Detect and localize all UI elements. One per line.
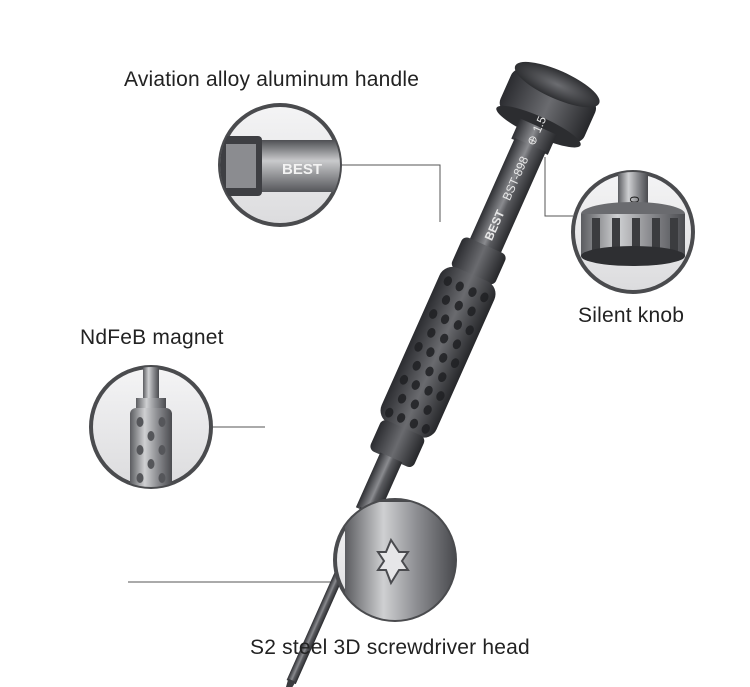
zoom-knob: 08 — [571, 170, 695, 294]
grip-dimple — [412, 360, 421, 371]
leader-knob — [544, 157, 573, 217]
grip-dimple — [455, 281, 464, 292]
tip — [284, 678, 296, 687]
grip-dimple — [428, 309, 438, 319]
grip-dimple — [399, 374, 409, 385]
grip-dimple — [450, 358, 460, 368]
torx-head — [376, 537, 410, 586]
grip-dimple — [396, 413, 406, 423]
grip-dimple — [454, 300, 463, 311]
grip-dimple — [427, 328, 436, 338]
grip-dimple — [465, 325, 474, 336]
screwdriver: BEST BST-898 ⊕ 1.5 — [284, 61, 600, 687]
grip-dimple — [439, 333, 449, 344]
engraving-tip-size: 1.5 — [530, 114, 550, 135]
grip-dimples — [385, 276, 489, 434]
grip-dimple — [411, 380, 420, 390]
zoom-magnet — [89, 365, 213, 489]
label-head: S2 steel 3D screwdriver head — [250, 636, 530, 659]
label-knob: Silent knob — [578, 304, 685, 327]
grip-dimple — [468, 287, 477, 297]
callout-leaders — [128, 157, 573, 583]
grip-dimple — [424, 385, 433, 396]
grip-dimple — [467, 306, 476, 317]
label-handle: Aviation alloy aluminum handle — [124, 68, 420, 91]
zoom-engraving-brand: BEST — [282, 161, 322, 178]
grip-dimple — [480, 292, 489, 303]
grip-dimple — [438, 372, 447, 382]
zoom-handle: BEST — [218, 103, 342, 227]
grip-dimple — [410, 399, 420, 410]
grip-dimple — [397, 393, 407, 404]
grip-dimple — [440, 314, 450, 325]
grip-dimple — [436, 391, 445, 401]
leader-handle — [340, 164, 441, 222]
engraved-neck — [469, 137, 546, 255]
knurled-grip — [380, 266, 496, 438]
zoom-head — [333, 498, 457, 622]
shaft-upper — [355, 452, 403, 518]
grip-dimple — [423, 405, 432, 415]
grip-dimple — [453, 320, 463, 330]
grip-dimple — [414, 342, 423, 352]
grip-dimple — [421, 424, 430, 434]
grip-dimple — [443, 276, 453, 286]
grip-dimple — [441, 295, 451, 305]
label-magnet: NdFeB magnet — [80, 326, 224, 349]
knob — [496, 61, 600, 155]
grip-dimple — [426, 347, 435, 358]
grip-dimple — [409, 418, 419, 429]
grip-dimple — [385, 407, 394, 418]
grip-dimple — [425, 366, 434, 377]
grip-dimple — [439, 353, 448, 363]
grip-dimple — [452, 339, 462, 350]
